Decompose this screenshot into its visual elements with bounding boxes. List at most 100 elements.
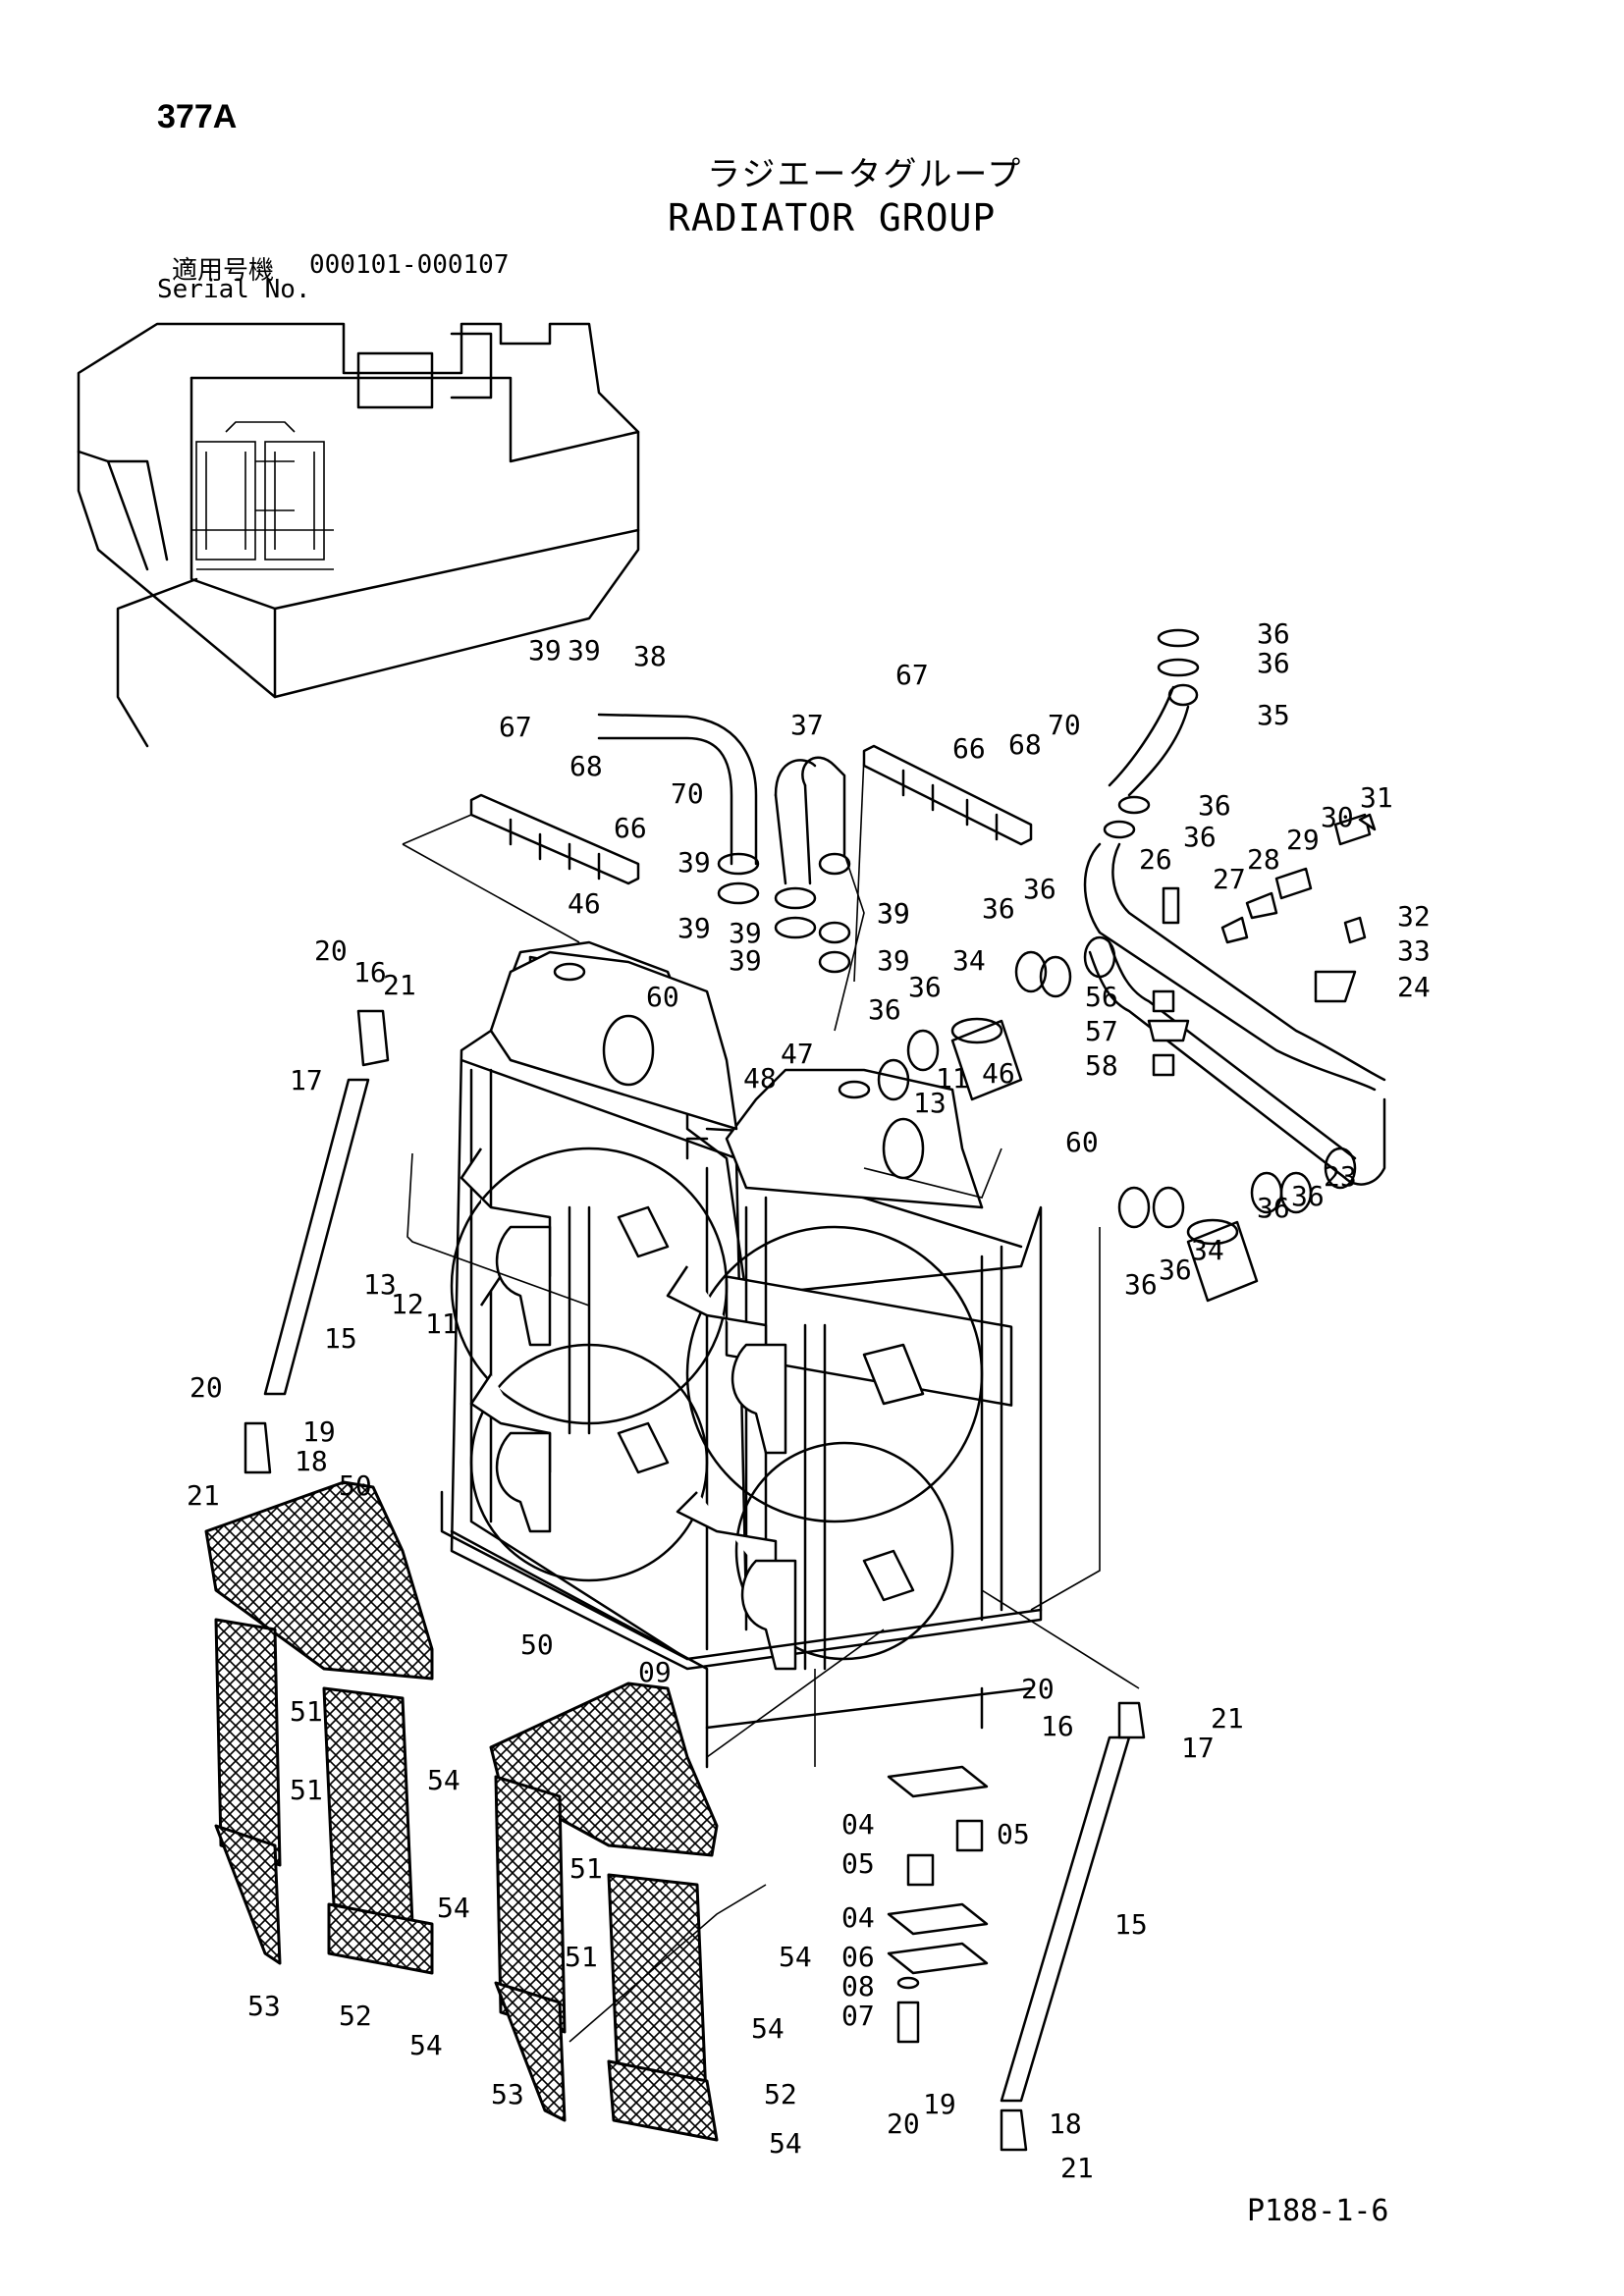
callout-label: 20 xyxy=(1021,1673,1055,1705)
callout-label: 12 xyxy=(391,1288,424,1320)
page-number: 377A xyxy=(157,98,238,135)
callout-label: 16 xyxy=(1041,1710,1074,1742)
mount-parts xyxy=(887,1765,989,2044)
screen-52-left xyxy=(327,1902,434,1975)
callout-label: 08 xyxy=(841,1970,875,2002)
callout-label: 36 xyxy=(1023,873,1056,905)
callout-label: 31 xyxy=(1360,781,1393,814)
callout-label: 23 xyxy=(1324,1160,1357,1193)
callout-label: 17 xyxy=(290,1064,323,1096)
callout-label: 54 xyxy=(427,1764,460,1796)
serial-label-english: Serial No. xyxy=(157,275,311,304)
fittings-right xyxy=(1147,813,1377,1077)
callout-label: 11 xyxy=(425,1308,459,1340)
callout-label: 46 xyxy=(568,887,601,920)
callout-label: 60 xyxy=(1065,1126,1099,1158)
stay-15-right xyxy=(1000,1701,1146,2152)
callout-label: 21 xyxy=(187,1479,220,1512)
callout-label: 32 xyxy=(1397,900,1431,933)
callout-label: 51 xyxy=(290,1695,323,1728)
callout-label: 60 xyxy=(646,981,679,1013)
callout-label: 39 xyxy=(877,897,910,930)
callout-label: 36 xyxy=(1291,1180,1325,1212)
screen-53-right xyxy=(494,1981,567,2122)
callout-label: 17 xyxy=(1181,1732,1215,1764)
leader-lines xyxy=(402,755,1140,2043)
callout-label: 53 xyxy=(491,2078,524,2110)
callout-label: 39 xyxy=(729,944,762,977)
callout-label: 58 xyxy=(1085,1049,1118,1082)
callout-label: 53 xyxy=(247,1990,281,2022)
callout-label: 04 xyxy=(841,1808,875,1841)
callout-label: 36 xyxy=(1183,821,1217,853)
title-english: RADIATOR GROUP xyxy=(668,196,997,240)
callout-label: 54 xyxy=(751,2012,785,2045)
callout-label: 51 xyxy=(569,1852,603,1885)
callout-label: 67 xyxy=(499,711,532,743)
hose-clamps xyxy=(717,628,1313,1229)
machine-location-inset xyxy=(77,322,640,748)
callout-label: 47 xyxy=(781,1038,814,1070)
callout-label: 05 xyxy=(841,1847,875,1880)
callout-label: 54 xyxy=(409,2029,443,2061)
callout-label: 13 xyxy=(913,1087,947,1119)
callout-label: 68 xyxy=(1008,728,1042,761)
hose-34-upper xyxy=(950,1017,1023,1101)
callout-label: 04 xyxy=(841,1901,875,1934)
callout-label: 20 xyxy=(887,2108,920,2140)
callout-label: 07 xyxy=(841,2000,875,2032)
callout-label: 20 xyxy=(314,934,348,967)
callout-label: 36 xyxy=(982,892,1015,925)
upper-tank-left xyxy=(489,950,738,1131)
screen-53-left xyxy=(214,1824,282,1965)
callout-label: 06 xyxy=(841,1941,875,1973)
callout-label: 52 xyxy=(764,2078,797,2110)
screen-51-right-a xyxy=(494,1775,567,2034)
callout-label: 36 xyxy=(1124,1268,1158,1301)
callout-label: 21 xyxy=(1060,2152,1094,2184)
hose-34-lower xyxy=(1186,1218,1259,1303)
figure-reference: P188-1-6 xyxy=(1247,2194,1389,2228)
callout-label: 05 xyxy=(997,1818,1030,1850)
callout-label: 67 xyxy=(895,659,929,691)
callout-label: 35 xyxy=(1257,699,1290,731)
callout-label: 19 xyxy=(923,2088,956,2120)
callout-label: 38 xyxy=(633,640,667,672)
screen-52-right xyxy=(607,2059,719,2142)
serial-range: 000101-000107 xyxy=(309,250,510,280)
callout-label: 51 xyxy=(290,1774,323,1806)
callout-label: 28 xyxy=(1247,843,1280,876)
callout-label: 39 xyxy=(677,912,711,944)
callout-label: 39 xyxy=(877,897,910,930)
callout-label: 36 xyxy=(868,993,901,1026)
callout-labels: 39 39 38 37 67 68 70 66 36 36 35 36 36 6… xyxy=(187,617,1431,2184)
stay-15-left xyxy=(244,1009,390,1474)
radiator-assembly xyxy=(440,940,1043,1769)
callout-label: 13 xyxy=(363,1268,397,1301)
upper-tank-right xyxy=(725,1068,984,1209)
callout-label: 27 xyxy=(1213,863,1246,895)
callout-label: 46 xyxy=(982,1057,1015,1090)
callout-label: 54 xyxy=(779,1941,812,1973)
callout-label: 39 xyxy=(568,634,601,667)
callout-label: 16 xyxy=(353,956,387,988)
callout-label: 34 xyxy=(1191,1234,1224,1266)
callout-label: 18 xyxy=(1049,2108,1082,2140)
callout-label: 50 xyxy=(520,1629,554,1661)
callout-label: 15 xyxy=(1114,1908,1148,1941)
callout-label: 54 xyxy=(769,2127,802,2160)
callout-label: 21 xyxy=(383,969,416,1001)
title-japanese: ラジエータグループ xyxy=(707,155,1023,194)
callout-label: 09 xyxy=(638,1656,672,1688)
callout-label: 39 xyxy=(877,944,910,977)
callout-label: 36 xyxy=(1198,789,1231,822)
callout-label: 48 xyxy=(743,1062,777,1095)
bracket-66-right xyxy=(862,744,1033,846)
upper-hoses xyxy=(597,683,1386,1190)
callout-label: 37 xyxy=(790,709,824,741)
callout-label: 36 xyxy=(908,971,942,1003)
callout-label: 26 xyxy=(1139,843,1172,876)
callout-label: 30 xyxy=(1321,801,1354,833)
